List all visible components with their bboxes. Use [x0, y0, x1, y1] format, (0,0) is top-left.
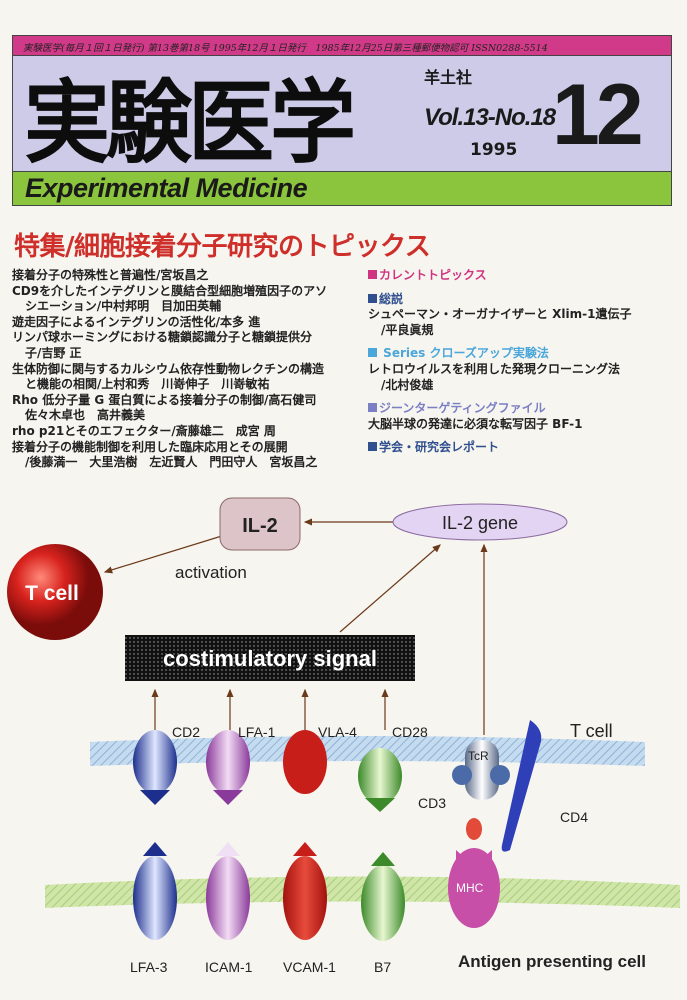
english-title: Experimental Medicine — [12, 171, 672, 206]
tcr-label: TcR — [468, 749, 489, 763]
section-item: 学会・研究会レポート — [368, 440, 678, 456]
section-line: シュペーマン・オーガナイザーと Xlim-1遺伝子 — [368, 307, 632, 322]
square-bullet-icon — [368, 293, 377, 303]
square-bullet-icon — [368, 348, 377, 358]
article-authors: /後藤満一 大里浩樹 左近賢人 門田守人 宮坂昌之 — [25, 455, 318, 470]
t-cell-sphere-label: T cell — [25, 582, 79, 605]
article-authors: と機能の相関/上村和秀 川嵜伸子 川嵜敏祐 — [25, 377, 270, 392]
apc-molecules — [133, 842, 500, 941]
article-title: 接着分子の特殊性と普遍性/宮坂昌之 — [12, 268, 209, 282]
t-cell-molecules — [133, 720, 542, 852]
article-title: rho p21とそのエフェクター/斎藤雄二 成宮 周 — [12, 423, 276, 438]
section-heading: 学会・研究会レポート — [368, 440, 678, 456]
article-authors: 佐々木卓也 高井義美 — [25, 408, 146, 423]
lfa3-label: LFA-3 — [130, 959, 168, 975]
article-item: 接着分子の特殊性と普遍性/宮坂昌之 — [12, 268, 362, 284]
section-heading: 総説 — [368, 292, 678, 308]
article-authors: シエーション/中村邦明 目加田英輔 — [25, 299, 222, 314]
apc-label: Antigen presenting cell — [458, 952, 646, 971]
section-heading: ジーンターゲティングファイル — [368, 401, 678, 417]
b7-label: B7 — [374, 959, 391, 975]
square-bullet-icon — [368, 270, 377, 279]
article-title: リンパ球ホーミングにおける糖鎖認識分子と糖鎖提供分 — [12, 330, 313, 345]
section-line: 大脳半球の発達に必須な転写因子 BF-1 — [368, 416, 583, 431]
square-bullet-icon — [368, 442, 377, 452]
section-label: 学会・研究会レポート — [379, 440, 500, 455]
article-title: CD9を介したインテグリンと膜結合型細胞増殖因子のアソ — [12, 283, 328, 298]
feature-headline: 特集/細胞接着分子研究のトピックス — [14, 232, 431, 262]
cd3-label: CD3 — [418, 795, 446, 811]
section-heading: Series クローズアップ実験法 — [368, 346, 678, 362]
article-title: 遊走因子によるインテグリンの活性化/本多 進 — [12, 314, 261, 329]
volume: Vol.13-No.18 — [424, 104, 556, 131]
lfa1-label: LFA-1 — [238, 724, 276, 740]
section-item: Series クローズアップ実験法レトロウイルスを利用した発現クローニング法/北… — [368, 346, 678, 393]
il2-gene-label: IL-2 gene — [442, 513, 518, 533]
il2-box — [219, 497, 301, 551]
cd28-label: CD28 — [392, 724, 428, 740]
article-item: 遊走因子によるインテグリンの活性化/本多 進 — [12, 315, 362, 331]
article-title: 接着分子の機能制御を利用した臨床応用とその展開 — [12, 439, 288, 454]
il2-label: IL-2 — [242, 515, 278, 537]
article-title: 生体防御に関与するカルシウム依存性動物レクチンの構造 — [12, 361, 325, 376]
article-item: rho p21とそのエフェクター/斎藤雄二 成宮 周 — [12, 424, 362, 440]
t-cell-sphere — [7, 544, 103, 640]
issue-month: 12 — [552, 67, 644, 163]
square-bullet-icon — [368, 403, 377, 413]
mhc-label: MHC — [456, 881, 484, 895]
section-item: ジーンターゲティングファイル大脳半球の発達に必須な転写因子 BF-1 — [368, 401, 678, 432]
publisher: 羊土社 — [424, 68, 473, 87]
info-strip: 実験医学(毎月１回１日発行) 第13巻第18号 1995年12月１日発行 198… — [12, 35, 672, 56]
section-label: ジーンターゲティングファイル — [379, 401, 546, 416]
section-line: /平良眞規 — [381, 322, 434, 337]
section-label: カレントトピックス — [379, 268, 487, 282]
icam1-label: ICAM-1 — [205, 959, 253, 975]
section-label: Series クローズアップ実験法 — [379, 346, 549, 361]
article-item: Rho 低分子量 G 蛋白質による接着分子の制御/高石健司佐々木卓也 高井義美 — [12, 393, 362, 424]
section-list: カレントトピックス総説シュペーマン・オーガナイザーと Xlim-1遺伝子/平良眞… — [368, 268, 678, 456]
article-item: CD9を介したインテグリンと膜結合型細胞増殖因子のアソシエーション/中村邦明 目… — [12, 284, 362, 315]
costimulatory-label: costimulatory signal — [163, 646, 377, 671]
cd2-label: CD2 — [172, 724, 200, 740]
year: 1995 — [470, 140, 518, 160]
article-authors: 子/吉野 正 — [25, 345, 82, 360]
article-title: Rho 低分子量 G 蛋白質による接着分子の制御/高石健司 — [12, 392, 317, 407]
cd4-label: CD4 — [560, 809, 588, 825]
article-item: 接着分子の機能制御を利用した臨床応用とその展開/後藤満一 大里浩樹 左近賢人 門… — [12, 440, 362, 471]
costimulatory-box — [125, 635, 415, 681]
article-item: 生体防御に関与するカルシウム依存性動物レクチンの構造と機能の相関/上村和秀 川嵜… — [12, 362, 362, 393]
magazine-title: 実験医学 — [24, 70, 356, 176]
vla4-label: VLA-4 — [318, 724, 357, 740]
il2-gene-ellipse — [392, 503, 568, 541]
article-item: リンパ球ホーミングにおける糖鎖認識分子と糖鎖提供分子/吉野 正 — [12, 330, 362, 361]
section-line: レトロウイルスを利用した発現クローニング法 — [368, 361, 621, 376]
activation-label: activation — [175, 563, 247, 582]
section-item: カレントトピックス — [368, 268, 678, 284]
section-heading: カレントトピックス — [368, 268, 678, 284]
section-item: 総説シュペーマン・オーガナイザーと Xlim-1遺伝子/平良眞規 — [368, 292, 678, 339]
section-line: /北村俊雄 — [381, 377, 434, 392]
section-label: 総説 — [379, 291, 404, 306]
t-cell-membrane-label: T cell — [570, 721, 613, 741]
masthead-background — [12, 56, 672, 171]
vcam1-label: VCAM-1 — [283, 959, 336, 975]
